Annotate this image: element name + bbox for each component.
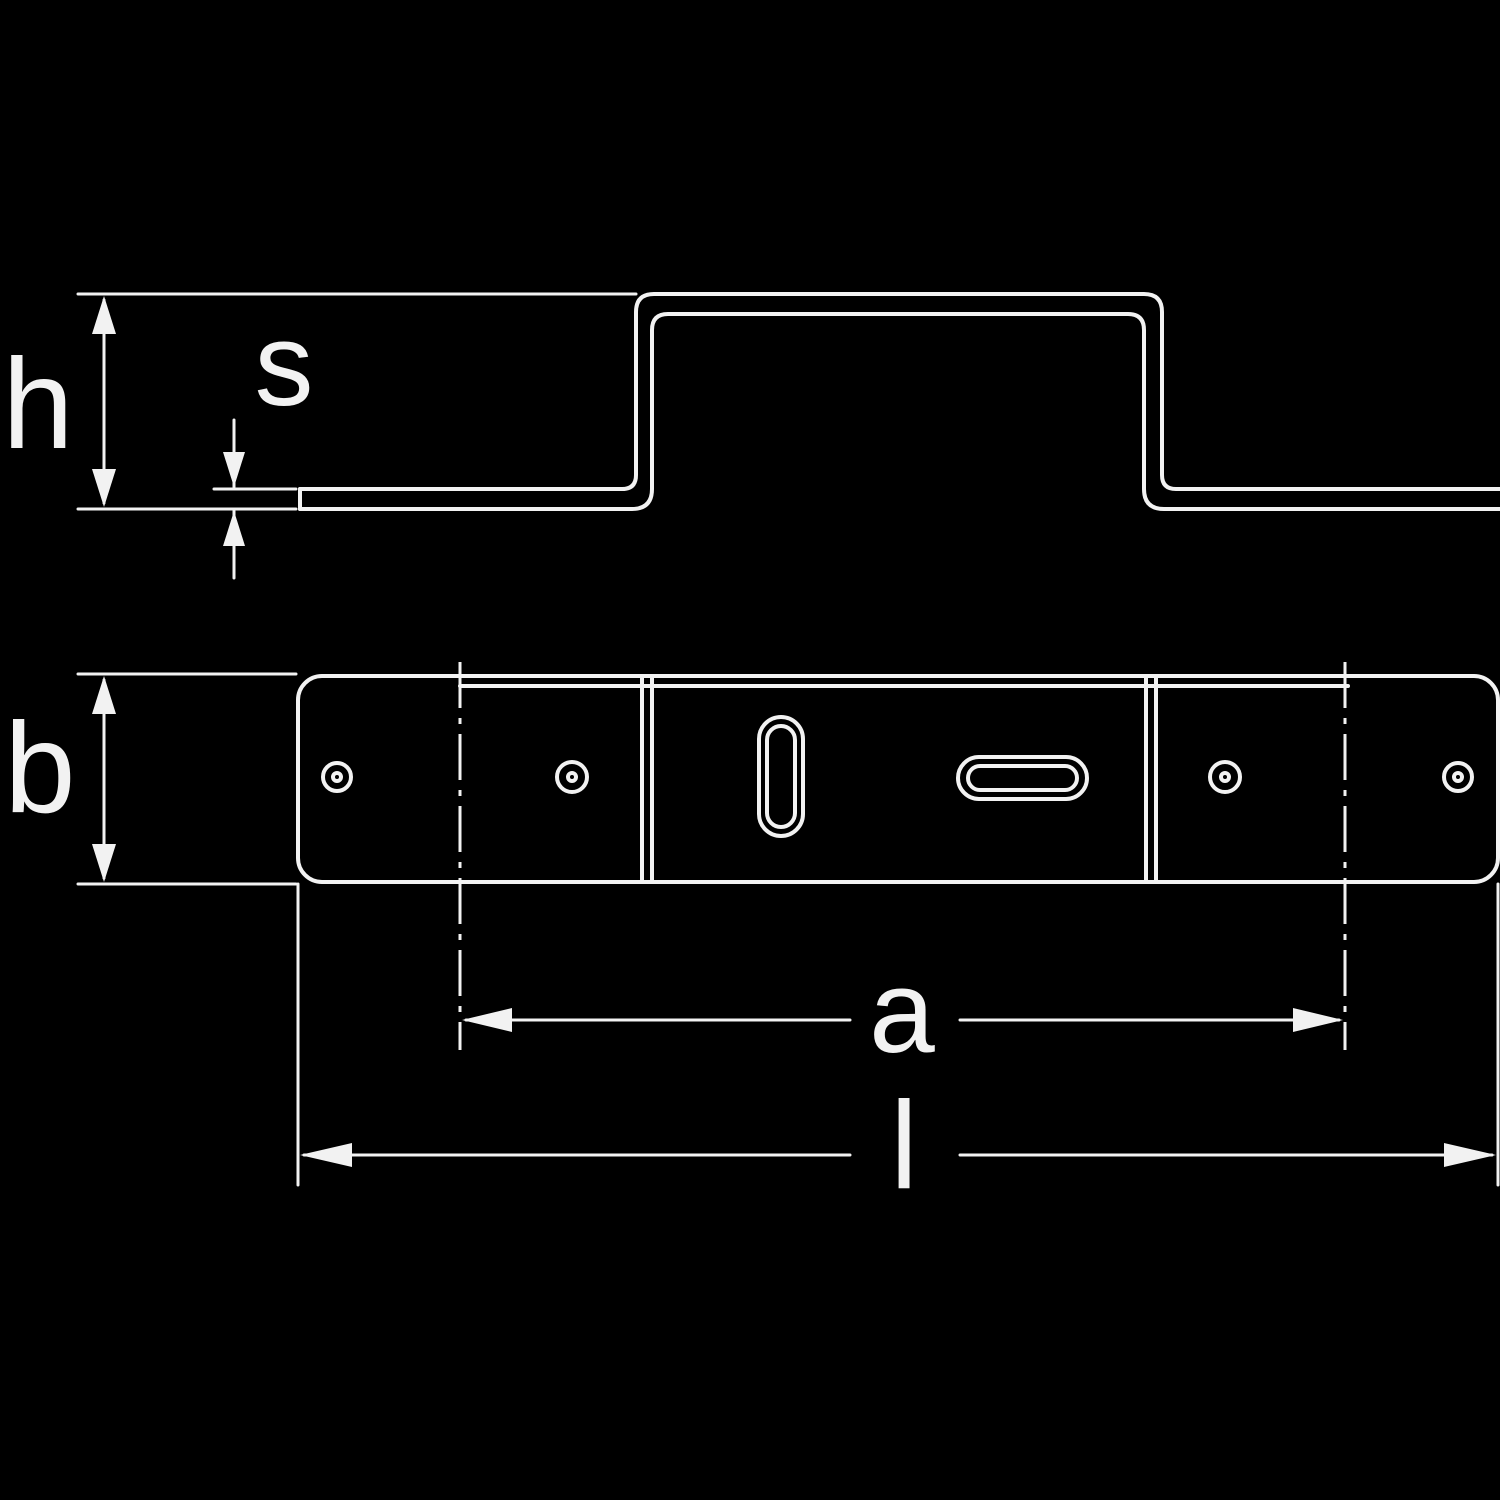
s-arrow-bottom	[223, 511, 245, 546]
dimension-label-l: l	[890, 1077, 918, 1215]
mounting-hole-1	[321, 761, 353, 793]
horizontal-slot	[956, 755, 1089, 801]
side-profile-outer	[298, 292, 1500, 491]
l-arrow-right	[1444, 1143, 1496, 1167]
side-profile-inner	[298, 312, 1500, 511]
a-arrow-left	[462, 1008, 512, 1032]
mounting-hole-2	[555, 760, 589, 794]
plate-outline	[296, 674, 1500, 884]
h-arrow-top	[92, 296, 116, 334]
h-arrow-bottom	[92, 469, 116, 507]
b-arrow-top	[92, 676, 116, 714]
b-arrow-bottom	[92, 844, 116, 882]
s-arrow-top	[223, 452, 245, 487]
vertical-slot	[757, 715, 805, 838]
mounting-hole-4	[1442, 761, 1474, 793]
a-arrow-right	[1293, 1008, 1343, 1032]
dimension-label-a: a	[869, 946, 935, 1078]
l-arrow-left	[300, 1143, 352, 1167]
top-view	[76, 662, 1500, 1187]
side-view	[76, 292, 1500, 580]
dimension-label-b: b	[4, 697, 75, 840]
dimension-label-s: s	[255, 299, 314, 431]
mounting-hole-3	[1208, 760, 1242, 794]
dimension-label-h: h	[2, 333, 73, 476]
